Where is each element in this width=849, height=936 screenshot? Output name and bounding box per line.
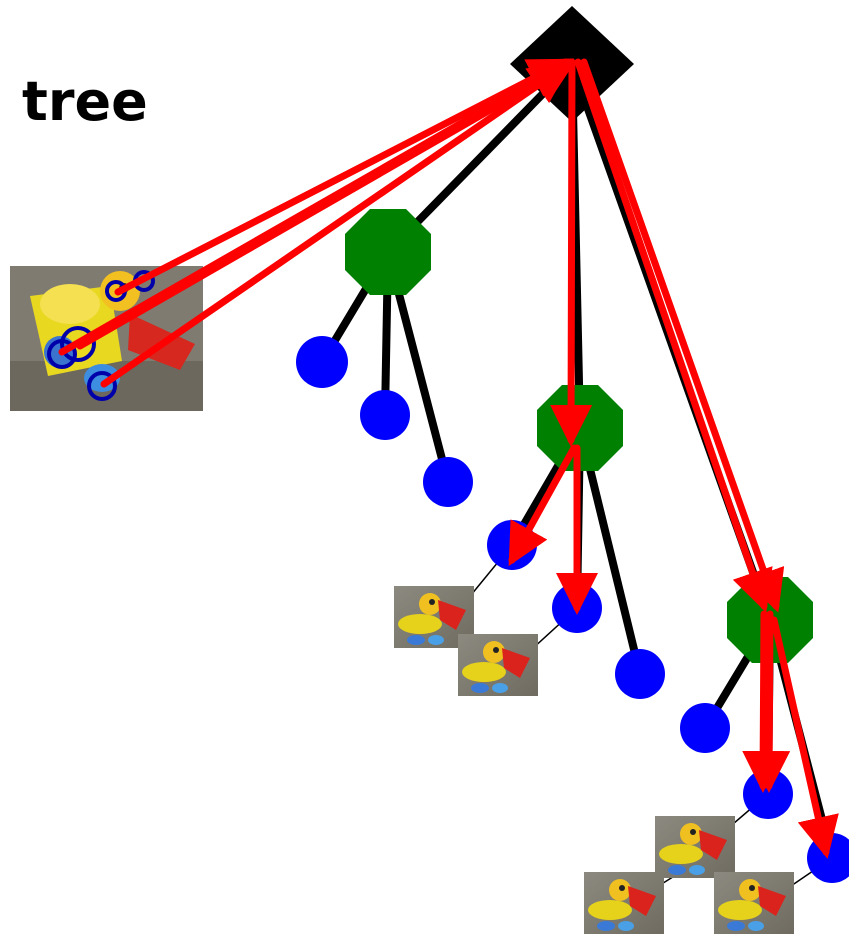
leaf-node-icon (360, 390, 410, 440)
leaf-node-icon (807, 833, 849, 883)
leaf-node-icon (296, 336, 348, 388)
leaf-image-thumbnail (458, 634, 538, 696)
leaf-node-icon (423, 457, 473, 507)
leaf-node-icon (680, 703, 730, 753)
leaf-image-thumbnail (584, 872, 664, 934)
leaf-image-thumbnail (714, 872, 794, 934)
leaf-image-thumbnail (655, 816, 735, 878)
quantization-arrows (58, 58, 839, 859)
page-title: tree (22, 70, 148, 133)
leaf-node-icon (615, 649, 665, 699)
internal-node-1-icon (345, 209, 431, 295)
